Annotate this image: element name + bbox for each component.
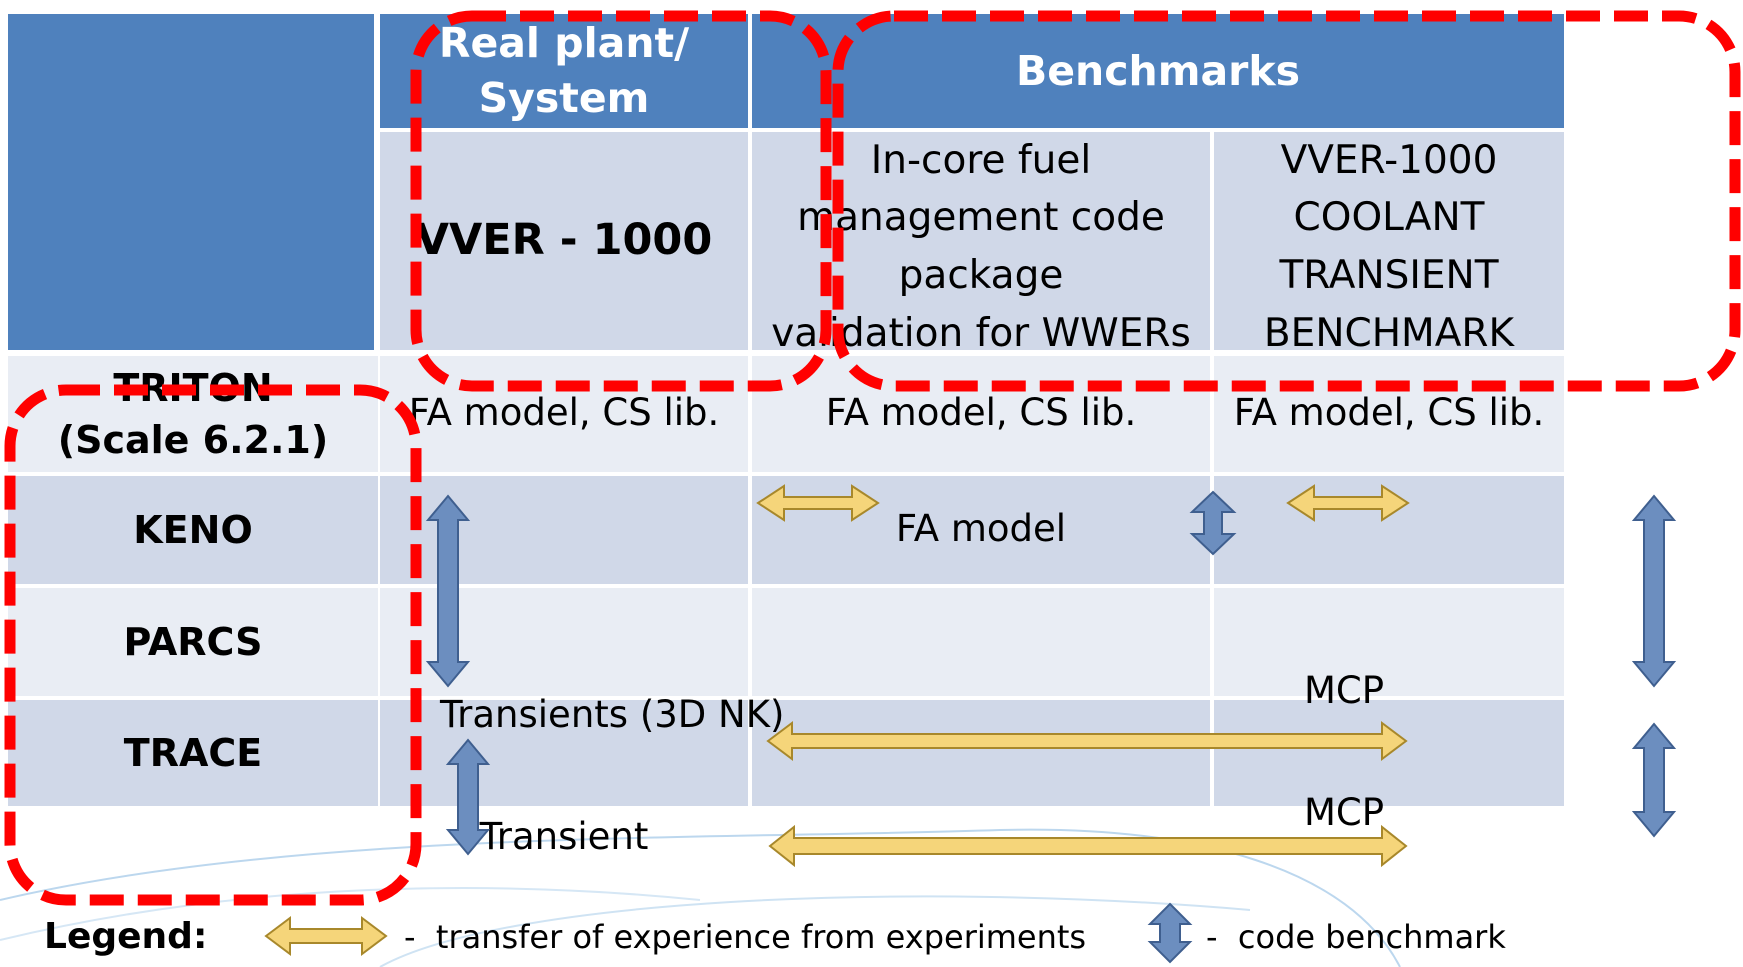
benchmark-arrow-real-triton-parcs xyxy=(425,494,471,688)
benchmark-arrow-coolant-1 xyxy=(1631,494,1677,688)
cell-parcs-coolant: MCP xyxy=(1303,669,1385,713)
transfer-arrow-triton-1 xyxy=(756,484,880,522)
corner-cell xyxy=(8,14,374,350)
benchmark-arrow-incore xyxy=(1189,490,1237,556)
header-real-plant-cell xyxy=(380,14,748,128)
coolant-cell xyxy=(1214,132,1564,350)
trace-row-label-cell xyxy=(8,700,378,806)
outline-real-plant xyxy=(410,10,832,392)
legend-benchmark-arrow-icon xyxy=(1147,902,1193,964)
header-real-plant: Real plant/ System xyxy=(438,19,690,122)
legend-transfer-arrow-icon xyxy=(264,916,388,956)
triton-incore-cell xyxy=(752,356,1210,472)
cell-trace-coolant: MCP xyxy=(1303,791,1385,835)
legend-benchmark-text: - code benchmark xyxy=(1206,917,1506,956)
parcs-row-label-cell xyxy=(8,588,378,696)
header-benchmarks: Benchmarks xyxy=(1015,46,1301,95)
legend-transfer-text: - transfer of experience from experiment… xyxy=(404,917,1087,956)
triton-coolant-cell xyxy=(1214,356,1564,472)
cell-triton-coolant: FA model, CS lib. xyxy=(1233,391,1545,435)
vver-cell xyxy=(380,132,748,350)
header-benchmarks-cell xyxy=(752,14,1564,128)
column-coolant: VVER-1000 COOLANT TRANSIENT BENCHMARK xyxy=(1263,137,1515,356)
parcs-coolant-cell xyxy=(1214,588,1564,696)
legend-title: Legend: xyxy=(44,916,208,958)
trace-real-cell xyxy=(380,700,748,806)
transfer-arrow-triton-2 xyxy=(1286,484,1410,522)
row-triton: TRITON (Scale 6.2.1) xyxy=(57,365,329,462)
keno-incore-cell xyxy=(752,476,1210,584)
cell-triton-incore: FA model, CS lib. xyxy=(825,391,1137,435)
row-keno: KENO xyxy=(133,507,253,552)
benchmark-arrow-real-parcs-trace xyxy=(445,738,491,856)
triton-row-label-cell xyxy=(8,356,378,472)
cell-parcs-real: Transients (3D NK) xyxy=(440,693,785,737)
trace-incore-cell xyxy=(752,700,1210,806)
keno-row-label-cell xyxy=(8,476,378,584)
transfer-arrow-trace xyxy=(768,824,1408,868)
row-parcs: PARCS xyxy=(123,619,263,664)
cell-trace-real: Transient xyxy=(479,815,649,859)
row-trace: TRACE xyxy=(123,730,263,775)
outline-row-labels xyxy=(4,384,422,906)
parcs-incore-cell xyxy=(752,588,1210,696)
column-vver: VVER - 1000 xyxy=(415,215,713,266)
cell-keno-incore: FA model xyxy=(895,507,1067,551)
benchmark-arrow-coolant-2 xyxy=(1631,722,1677,838)
transfer-arrow-parcs xyxy=(766,721,1408,761)
outline-benchmarks xyxy=(832,10,1741,392)
